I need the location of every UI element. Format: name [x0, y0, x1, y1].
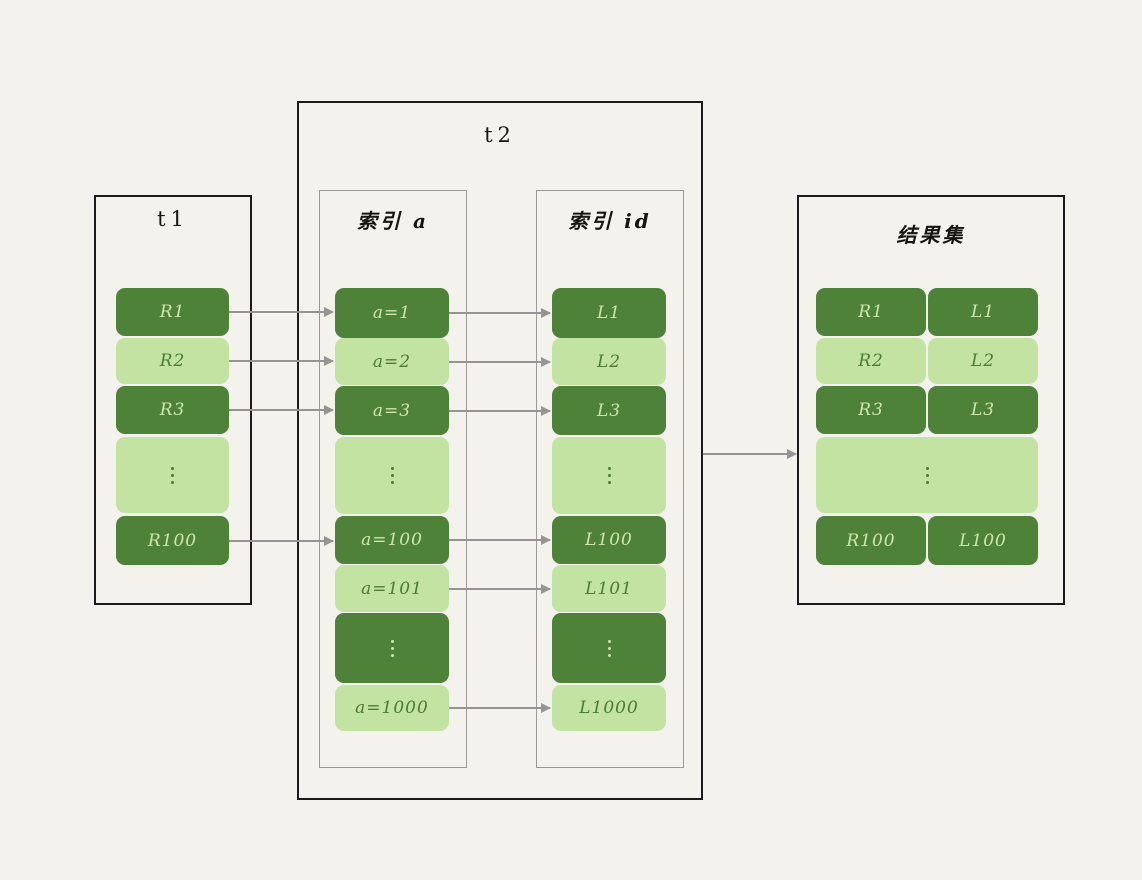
index-a-row-7[interactable]	[335, 613, 449, 683]
cell-label: R1	[159, 302, 186, 322]
result-row-3-right[interactable]: L3	[928, 386, 1038, 434]
t1-to-index-a-arrow-2	[229, 356, 334, 366]
t1-to-index-a-arrow-1	[229, 307, 334, 317]
index-a-to-index-id-arrow-1	[449, 308, 551, 318]
index-a-title: 索引 a	[357, 209, 429, 233]
cell-label: a=3	[372, 400, 412, 421]
index-id-row-3[interactable]: L3	[552, 386, 666, 435]
result-row-5-left[interactable]: R100	[816, 516, 926, 565]
index-id-row-7[interactable]	[552, 613, 666, 683]
cell-label: a=101	[361, 578, 423, 599]
t1-row-5[interactable]: R100	[116, 516, 229, 565]
t1-row-2[interactable]: R2	[116, 338, 229, 384]
cell-label: R2	[159, 351, 186, 371]
index-a-to-index-id-arrow-2	[449, 356, 551, 367]
ellipsis-icon	[607, 463, 611, 489]
cell-label: a=100	[361, 530, 423, 550]
index-id-row-5[interactable]: L100	[552, 516, 666, 564]
index-a-row-8[interactable]: a=1000	[335, 685, 449, 731]
t1-to-index-a-arrow-3	[229, 405, 334, 415]
index-id-title: 索引 id	[568, 209, 652, 233]
t1-row-3[interactable]: R3	[116, 386, 229, 434]
ellipsis-icon	[171, 462, 174, 488]
index-a-to-index-id-arrow-3	[449, 405, 551, 416]
result-row-4-merged[interactable]	[816, 437, 1038, 513]
cell-label: L2	[596, 351, 622, 372]
index-id-container: 索引 id	[536, 190, 684, 768]
ellipsis-icon	[390, 635, 394, 661]
index-a-row-3[interactable]: a=3	[335, 386, 449, 435]
t1-to-index-a-arrow-5	[229, 535, 334, 546]
index-a-row-4[interactable]	[335, 437, 449, 514]
t1-row-4[interactable]	[116, 437, 229, 513]
result-row-3-left[interactable]: R3	[816, 386, 926, 434]
cell-label: L1	[596, 303, 622, 323]
index-a-row-2[interactable]: a=2	[335, 338, 449, 385]
cell-label: L100	[585, 530, 633, 550]
result-row-1-left[interactable]: R1	[816, 288, 926, 336]
cell-label: L1	[970, 302, 996, 322]
t1-row-1[interactable]: R1	[116, 288, 229, 336]
cell-label: R100	[147, 530, 198, 551]
cell-label: R3	[159, 400, 186, 420]
t2-title: t2	[484, 123, 516, 147]
index-id-row-1[interactable]: L1	[552, 288, 666, 338]
cell-label: R3	[858, 400, 884, 420]
cell-label: L1000	[579, 698, 639, 718]
cell-label: R1	[858, 302, 884, 322]
index-a-to-index-id-arrow-6	[449, 583, 551, 594]
cell-label: R100	[846, 530, 896, 551]
index-a-to-index-id-arrow-8	[449, 703, 551, 713]
t2-to-result-set-arrow	[703, 449, 797, 459]
index-id-row-6[interactable]: L101	[552, 565, 666, 612]
index-a-row-6[interactable]: a=101	[335, 565, 449, 612]
result-row-5-right[interactable]: L100	[928, 516, 1038, 565]
index-id-row-4[interactable]	[552, 437, 666, 514]
cell-label: a=1	[372, 303, 412, 323]
cell-label: L101	[585, 578, 633, 599]
index-a-row-1[interactable]: a=1	[335, 288, 449, 338]
ellipsis-icon	[925, 462, 929, 488]
index-a-row-5[interactable]: a=100	[335, 516, 449, 564]
cell-label: R2	[858, 351, 884, 371]
cell-label: L3	[596, 400, 622, 421]
cell-label: L100	[959, 530, 1007, 551]
cell-label: a=1000	[355, 698, 429, 718]
result-row-1-right[interactable]: L1	[928, 288, 1038, 336]
result-set-title: 结果集	[896, 223, 966, 247]
ellipsis-icon	[390, 463, 394, 489]
cell-label: L3	[970, 400, 996, 420]
result-row-2-right[interactable]: L2	[928, 338, 1038, 384]
index-a-to-index-id-arrow-5	[449, 535, 551, 545]
index-a-container: 索引 a	[319, 190, 467, 768]
t1-title: t1	[157, 207, 189, 231]
index-id-row-8[interactable]: L1000	[552, 685, 666, 731]
ellipsis-icon	[607, 635, 611, 661]
index-id-row-2[interactable]: L2	[552, 338, 666, 385]
result-row-2-left[interactable]: R2	[816, 338, 926, 384]
cell-label: a=2	[372, 351, 412, 372]
cell-label: L2	[970, 351, 996, 371]
